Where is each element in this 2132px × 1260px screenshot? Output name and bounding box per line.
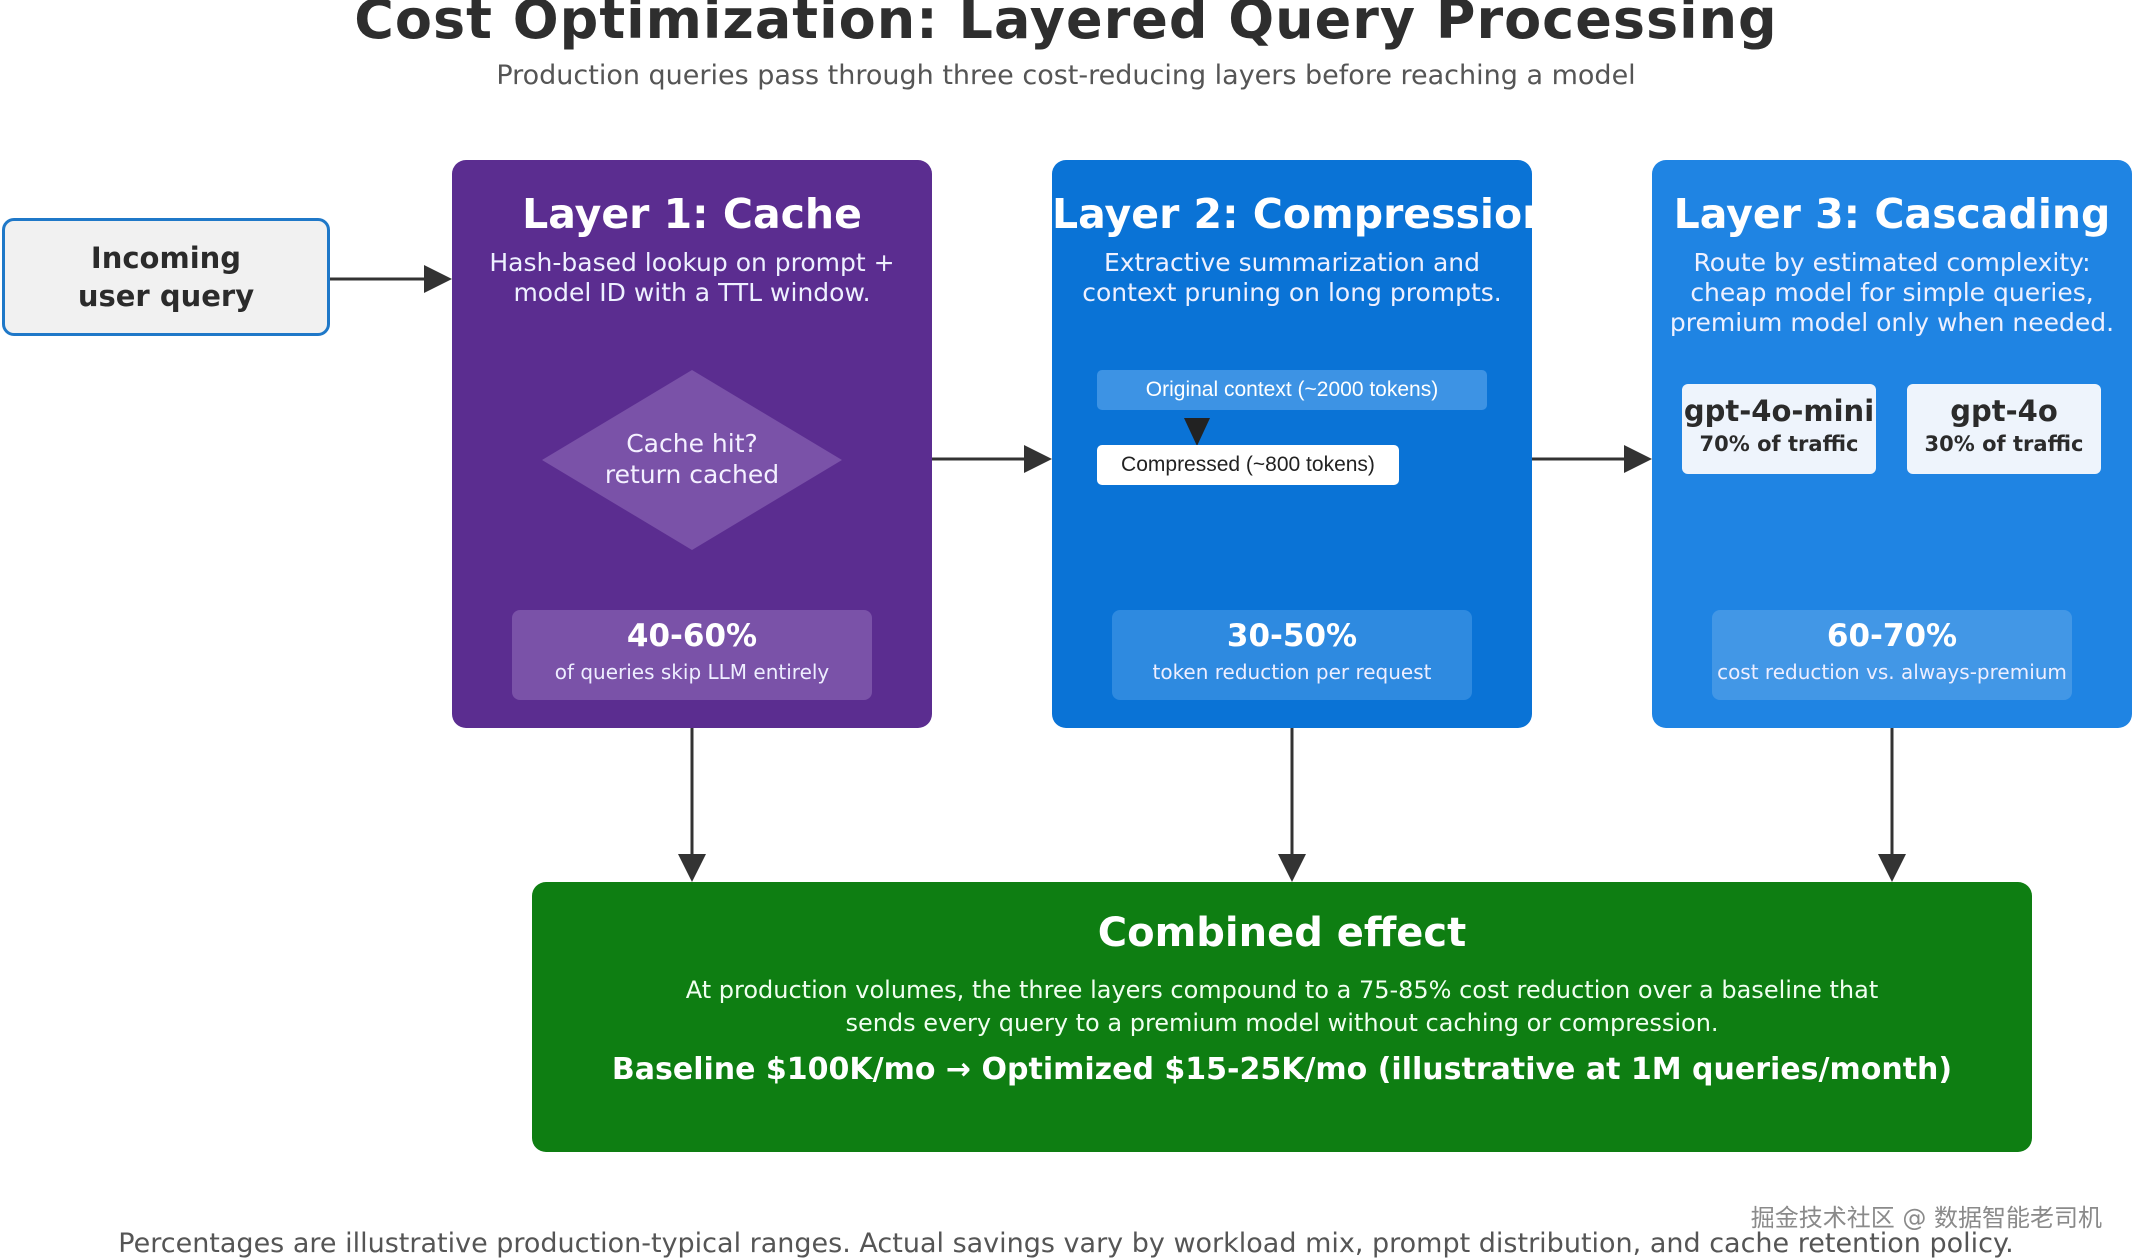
combined-effect-box: Combined effect At production volumes, t… (532, 882, 2032, 1152)
compressed-context-box: Compressed (~800 tokens) (1097, 445, 1399, 485)
layer-2-stat: 30-50% token reduction per request (1112, 610, 1472, 700)
arrowhead-icon (1878, 854, 1906, 882)
model-name: gpt-4o-mini (1683, 394, 1875, 428)
layer-2-title: Layer 2: Compression (1052, 190, 1552, 238)
model-name: gpt-4o (1950, 394, 2058, 428)
layer-2-description: Extractive summarization and context pru… (1082, 248, 1502, 307)
incoming-query-node: Incoming user query (2, 218, 330, 336)
arrowhead-icon (424, 265, 452, 293)
compression-arrow-icon (1184, 418, 1210, 446)
model-box-mini: gpt-4o-mini 70% of traffic (1682, 384, 1876, 474)
arrowhead-icon (1024, 445, 1052, 473)
page-subtitle: Production queries pass through three co… (496, 60, 1636, 91)
arrowhead-icon (678, 854, 706, 882)
cache-decision-text: Cache hit? return cached (604, 429, 780, 489)
layer-2-stat-value: 30-50% (1226, 618, 1358, 654)
model-box-premium: gpt-4o 30% of traffic (1907, 384, 2101, 474)
layer-2-compression: Layer 2: Compression Extractive summariz… (1052, 160, 1552, 728)
model-share: 30% of traffic (1924, 432, 2084, 456)
watermark: 掘金技术社区 @ 数据智能老司机 (1750, 1204, 2102, 1232)
layer-1-stat-label: of queries skip LLM entirely (554, 660, 830, 684)
combined-title: Combined effect (1097, 910, 1467, 956)
layer-3-cascading: Layer 3: Cascading Route by estimated co… (1652, 160, 2132, 728)
layer-1-title: Layer 1: Cache (522, 190, 862, 238)
layer-1-cache: Layer 1: Cache Hash-based lookup on prom… (452, 160, 932, 728)
cache-decision-diamond (542, 370, 842, 550)
page-title: Cost Optimization: Layered Query Process… (354, 0, 1778, 51)
layer-1-stat: 40-60% of queries skip LLM entirely (512, 610, 872, 700)
arrowhead-icon (1278, 854, 1306, 882)
layer-3-stat-label: cost reduction vs. always-premium (1717, 660, 2067, 684)
combined-text: At production volumes, the three layers … (685, 976, 1879, 1037)
layer-2-stat-label: token reduction per request (1152, 660, 1432, 684)
combined-figure: Baseline $100K/mo → Optimized $15-25K/mo… (611, 1052, 1953, 1087)
original-context-box: Original context (~2000 tokens) (1097, 370, 1487, 410)
layer-3-stat: 60-70% cost reduction vs. always-premium (1712, 610, 2072, 700)
layer-3-description: Route by estimated complexity: cheap mod… (1669, 248, 2115, 337)
layer-1-description: Hash-based lookup on prompt + model ID w… (489, 248, 895, 307)
model-share: 70% of traffic (1699, 432, 1859, 456)
layer-3-stat-value: 60-70% (1826, 618, 1958, 654)
arrowhead-icon (1624, 445, 1652, 473)
layer-3-title: Layer 3: Cascading (1673, 190, 2111, 238)
layer-1-stat-value: 40-60% (626, 618, 758, 654)
footnote: Percentages are illustrative production-… (118, 1228, 2014, 1259)
